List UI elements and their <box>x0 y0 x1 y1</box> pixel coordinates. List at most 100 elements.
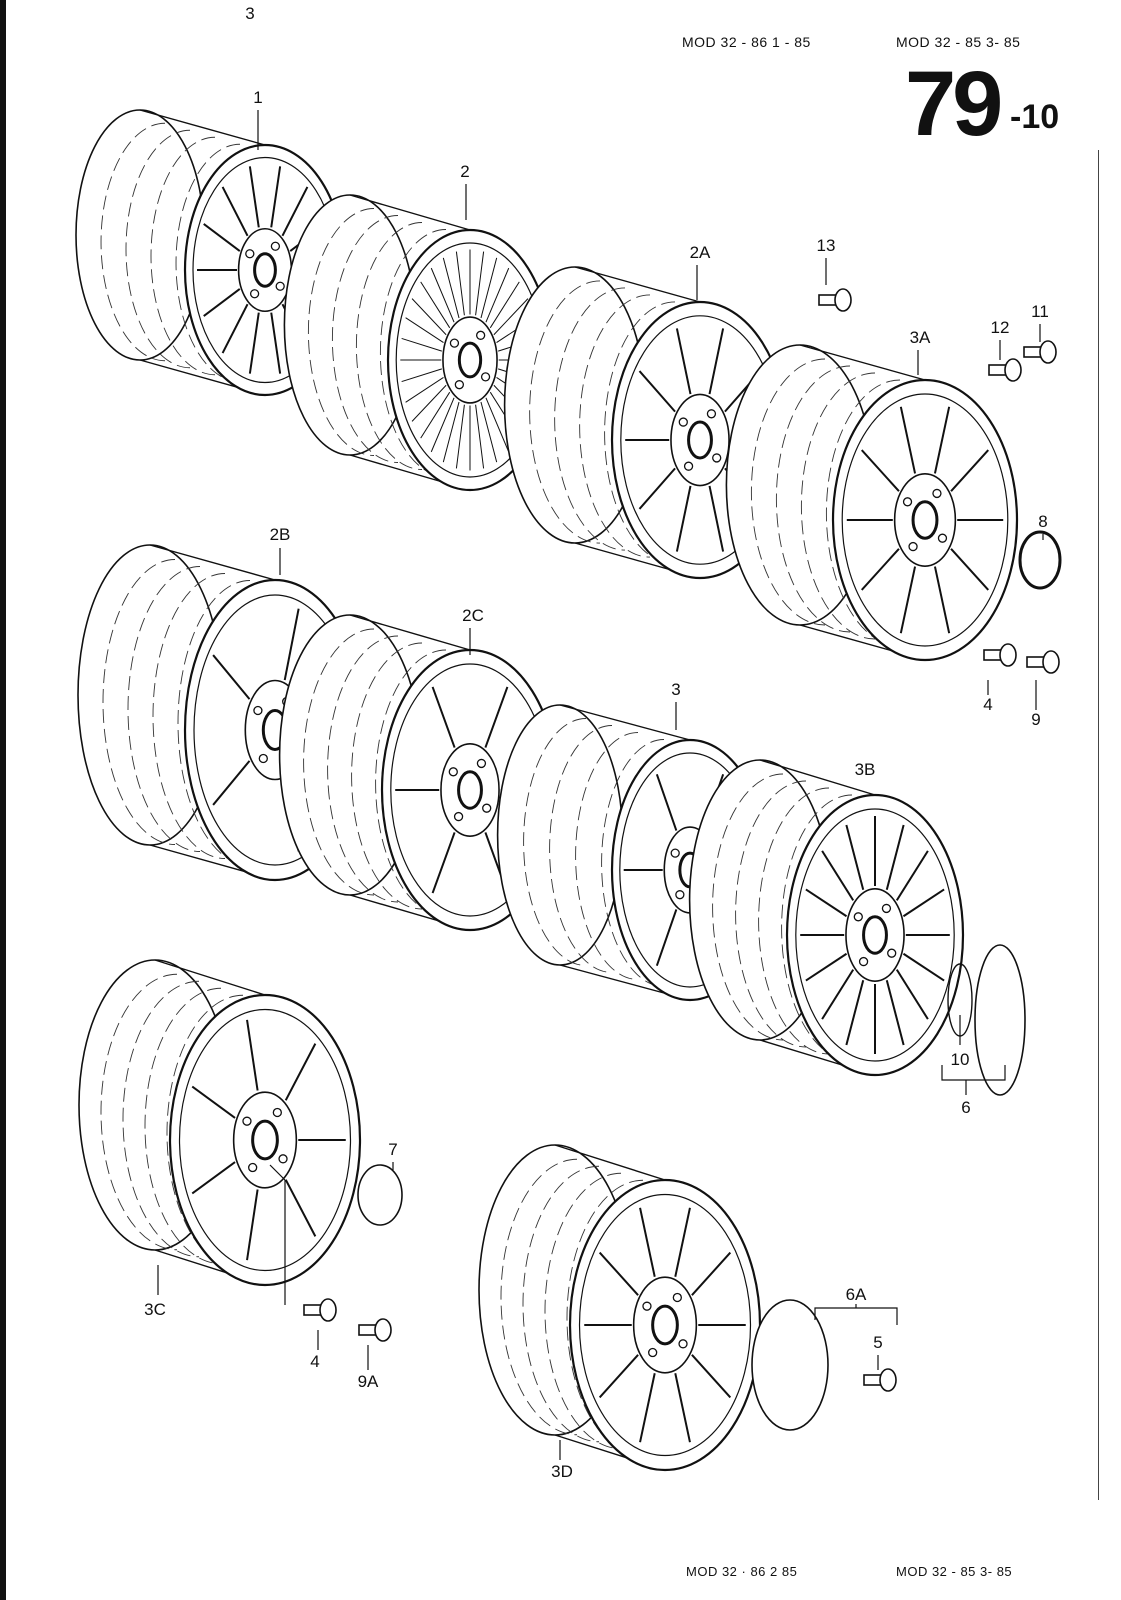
spoke <box>639 1373 656 1443</box>
lug-hole <box>678 1339 688 1349</box>
center-bore <box>687 420 713 460</box>
lug-hole <box>908 541 918 552</box>
rim-contour <box>529 280 601 544</box>
rim-contour <box>604 301 676 565</box>
spoke <box>212 760 251 806</box>
page-border-left <box>0 0 6 1600</box>
lug-hole <box>858 956 869 967</box>
center-bore <box>253 252 277 288</box>
spoke <box>270 312 282 374</box>
bolt-head <box>1042 650 1060 674</box>
valve-cap-11 <box>1023 340 1057 364</box>
rim-contour <box>781 794 853 1062</box>
spoke <box>860 548 900 591</box>
lug-hole <box>270 241 281 251</box>
lug-hole <box>248 1162 258 1173</box>
rim-contour <box>758 787 830 1055</box>
spoke <box>221 186 249 237</box>
spoke <box>431 686 456 748</box>
bracket-6a <box>814 1304 898 1325</box>
callout-3c: 3C <box>144 1300 166 1319</box>
wheel-3c <box>78 959 362 1287</box>
rim-edge <box>149 544 276 581</box>
ring-6 <box>974 944 1026 1096</box>
spoke <box>598 1251 639 1296</box>
spoke <box>420 281 451 329</box>
spoke <box>401 368 443 383</box>
callout-9: 9 <box>1031 710 1041 729</box>
center-bore <box>862 915 888 955</box>
rim-contour <box>549 725 613 973</box>
spoke <box>455 404 465 469</box>
rim-contour <box>355 222 423 470</box>
spoke <box>933 406 951 474</box>
lug-hole <box>275 281 285 291</box>
rim-contour <box>825 379 901 647</box>
rim-edge <box>349 614 471 651</box>
rim-contour <box>775 365 851 633</box>
callout-1: 1 <box>253 88 263 107</box>
leader-line <box>269 1164 286 1181</box>
spoke <box>475 251 485 316</box>
callout-4-upper: 4 <box>983 695 993 714</box>
spoke <box>821 969 855 1020</box>
spoke <box>845 824 865 890</box>
spoke <box>675 328 692 395</box>
spoke <box>405 317 444 344</box>
spoke <box>933 566 951 634</box>
footer-model-right: MOD 32 - 85 3- 85 <box>896 1564 1013 1579</box>
page-border-right <box>1098 150 1099 1500</box>
rim-edge <box>559 704 691 741</box>
lug-hole <box>272 1107 282 1118</box>
rim-contour <box>522 1165 600 1443</box>
spoke <box>281 186 309 237</box>
callout-6: 6 <box>961 1098 971 1117</box>
rim-edge <box>139 109 266 146</box>
rim-contour <box>327 635 399 903</box>
spoke <box>902 888 945 918</box>
rim-contour <box>307 208 375 456</box>
spoke <box>203 223 241 252</box>
lug-hole <box>937 533 948 543</box>
spoke <box>638 370 676 413</box>
lug-hole <box>675 890 685 900</box>
lug-hole <box>453 811 464 822</box>
wheel-3d <box>478 1144 762 1472</box>
spoke <box>598 1354 639 1399</box>
callout-11: 11 <box>1031 302 1049 321</box>
lug-hole <box>642 1301 652 1311</box>
rim-back <box>496 704 624 966</box>
rim-contour <box>544 1172 622 1450</box>
rim-contour <box>125 129 191 369</box>
lug-hole <box>881 903 892 914</box>
lug-hole <box>648 1347 658 1358</box>
lug-hole <box>887 948 897 958</box>
lug-hole <box>678 417 688 427</box>
spoke <box>430 397 455 453</box>
spoke <box>284 1179 317 1237</box>
rim-edge <box>759 759 876 796</box>
trim-cover-6a <box>751 1299 829 1431</box>
center-bore <box>457 341 483 379</box>
rim-contour <box>150 136 216 376</box>
spoke <box>442 257 460 319</box>
spoke <box>480 257 498 319</box>
spoke <box>442 401 460 463</box>
wheel-bolt-4-lower <box>303 1298 337 1322</box>
spoke <box>708 485 725 552</box>
rim-contour <box>177 580 251 866</box>
spoke <box>431 832 456 894</box>
spoke <box>246 1189 259 1261</box>
rim-contour <box>122 980 200 1258</box>
spoke <box>203 288 241 317</box>
callout-4-lower: 4 <box>310 1352 320 1371</box>
spoke <box>405 376 444 403</box>
spoke <box>691 1354 732 1399</box>
lug-hole <box>672 1292 682 1303</box>
callout-3: 3 <box>671 680 681 699</box>
bolt-head <box>1039 340 1057 364</box>
rim-face-inner <box>795 808 955 1062</box>
rim-contour <box>579 294 651 558</box>
rim-edge <box>574 266 701 303</box>
callout-10: 10 <box>950 1050 970 1069</box>
